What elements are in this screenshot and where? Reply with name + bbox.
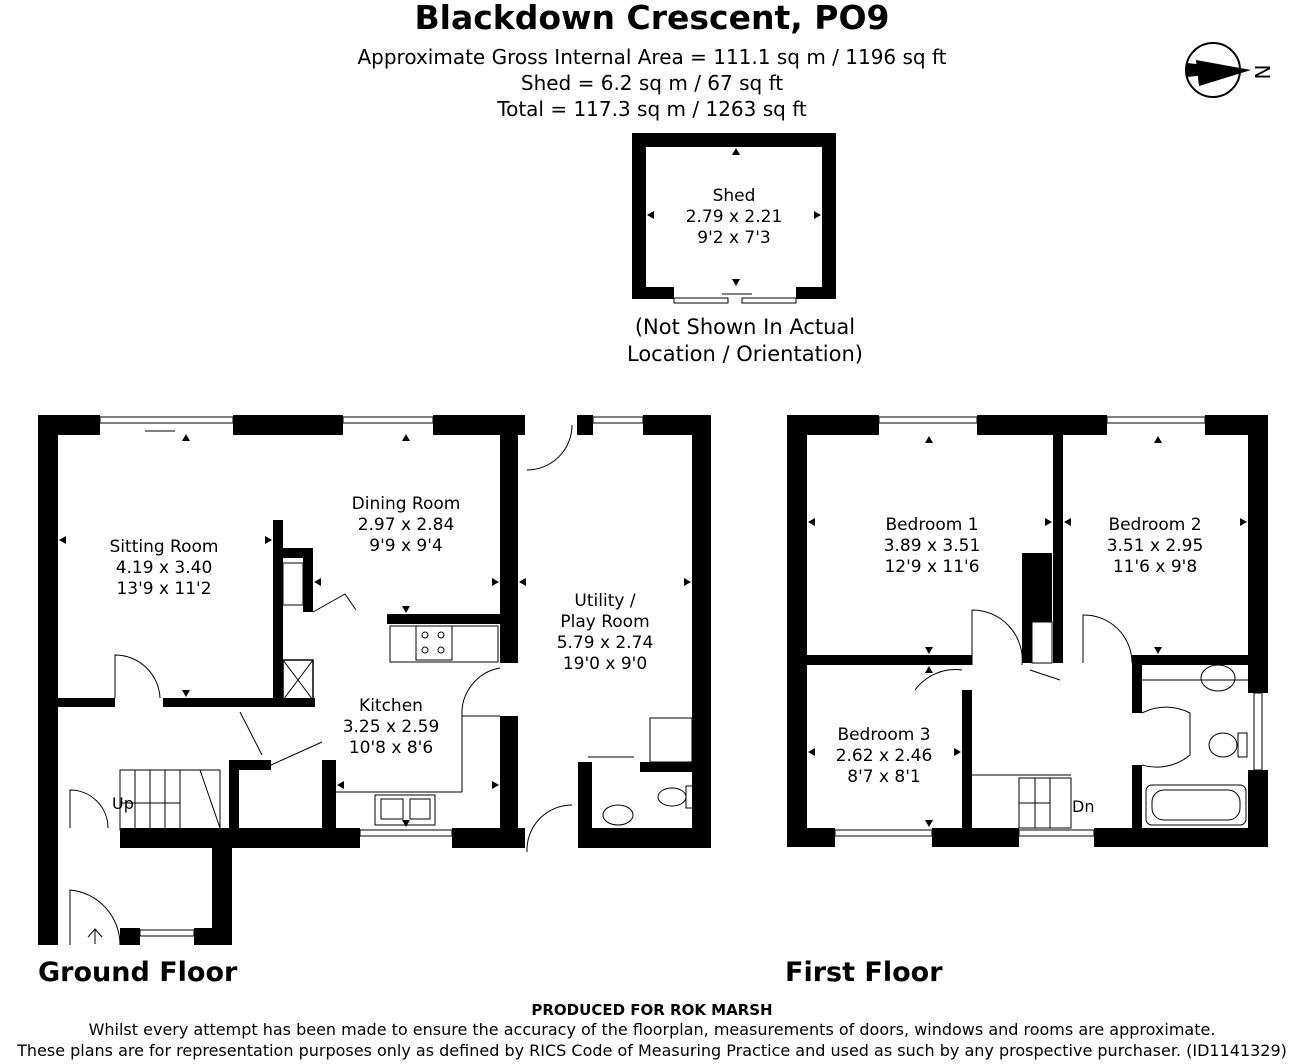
page-title: Blackdown Crescent, PO9 (414, 0, 890, 37)
kitchen-name: Kitchen (359, 696, 423, 716)
shed-area-text: Shed = 6.2 sq m / 67 sq ft (520, 71, 784, 95)
utility-room-metric: 5.79 x 2.74 (557, 633, 654, 653)
bedroom2-metric: 3.51 x 2.95 (1107, 536, 1204, 556)
shed-imperial: 9'2 x 7'3 (697, 228, 770, 248)
bedroom3-name: Bedroom 3 (837, 725, 930, 745)
gross-area-text: Approximate Gross Internal Area = 111.1 … (357, 45, 947, 69)
utility-room-name1: Utility / (574, 591, 635, 611)
disclaimer-line1: Whilst every attempt has been made to en… (88, 1020, 1216, 1039)
bedroom3-metric: 2.62 x 2.46 (836, 746, 933, 766)
dining-room-imperial: 9'9 x 9'4 (369, 536, 442, 556)
dining-room-name: Dining Room (352, 494, 461, 514)
first-floor-plan: Bedroom 1 3.89 x 3.51 12'9 x 11'6 Bedroo… (787, 415, 1268, 847)
entrance-arrow-icon (87, 928, 103, 944)
ground-floor-label: Ground Floor (38, 957, 238, 988)
sitting-room-imperial: 13'9 x 11'2 (116, 579, 211, 599)
utility-room-imperial: 19'0 x 9'0 (563, 654, 647, 674)
shed-note-line1: (Not Shown In Actual (634, 315, 856, 339)
sitting-room-name: Sitting Room (110, 537, 219, 557)
shed-plan: Shed 2.79 x 2.21 9'2 x 7'3 (632, 133, 836, 304)
shed-note-line2: Location / Orientation) (627, 342, 863, 366)
stairs-up-label: Up (112, 794, 134, 813)
compass-north-label: N (1251, 65, 1275, 80)
shed-metric: 2.79 x 2.21 (686, 207, 783, 227)
dining-room-metric: 2.97 x 2.84 (358, 515, 455, 535)
shed-name: Shed (713, 186, 756, 206)
ground-floor-plan: Sitting Room 4.19 x 3.40 13'9 x 11'2 Din… (38, 415, 711, 946)
bedroom1-name: Bedroom 1 (885, 515, 978, 535)
bedroom2-name: Bedroom 2 (1108, 515, 1201, 535)
total-area-text: Total = 117.3 sq m / 1263 sq ft (497, 97, 807, 121)
disclaimer-line2: These plans are for representation purpo… (17, 1041, 1287, 1060)
first-floor-label: First Floor (785, 957, 943, 988)
kitchen-imperial: 10'8 x 8'6 (349, 738, 433, 758)
sitting-room-metric: 4.19 x 3.40 (116, 558, 213, 578)
bedroom1-imperial: 12'9 x 11'6 (884, 557, 979, 577)
produced-for-text: PRODUCED FOR ROK MARSH (531, 1001, 773, 1019)
bedroom2-imperial: 11'6 x 9'8 (1113, 557, 1197, 577)
kitchen-metric: 3.25 x 2.59 (343, 717, 440, 737)
stairs-down-label: Dn (1072, 797, 1094, 816)
bedroom3-imperial: 8'7 x 8'1 (847, 767, 920, 787)
compass-icon: N (1185, 42, 1275, 98)
utility-room-name2: Play Room (560, 612, 649, 632)
bedroom1-metric: 3.89 x 3.51 (884, 536, 981, 556)
